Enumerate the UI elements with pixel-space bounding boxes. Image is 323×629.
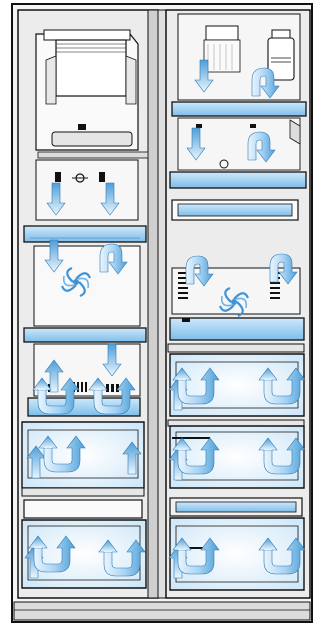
- freezer-compartment: [18, 10, 166, 598]
- fresh-food-shelf: [170, 318, 304, 340]
- fresh-food-shelf: [170, 172, 306, 188]
- fresh-food-compartment: [166, 10, 310, 598]
- light-housing-icon: [204, 26, 240, 72]
- freezer-shelf: [24, 328, 146, 342]
- freezer-shelf: [24, 226, 146, 242]
- fresh-food-drawer: [170, 498, 304, 590]
- fresh-food-shelf: [172, 102, 306, 116]
- fresh-food-drawer: [168, 420, 304, 488]
- fresh-food-bin: [172, 200, 298, 220]
- ice-maker-icon: [36, 30, 148, 158]
